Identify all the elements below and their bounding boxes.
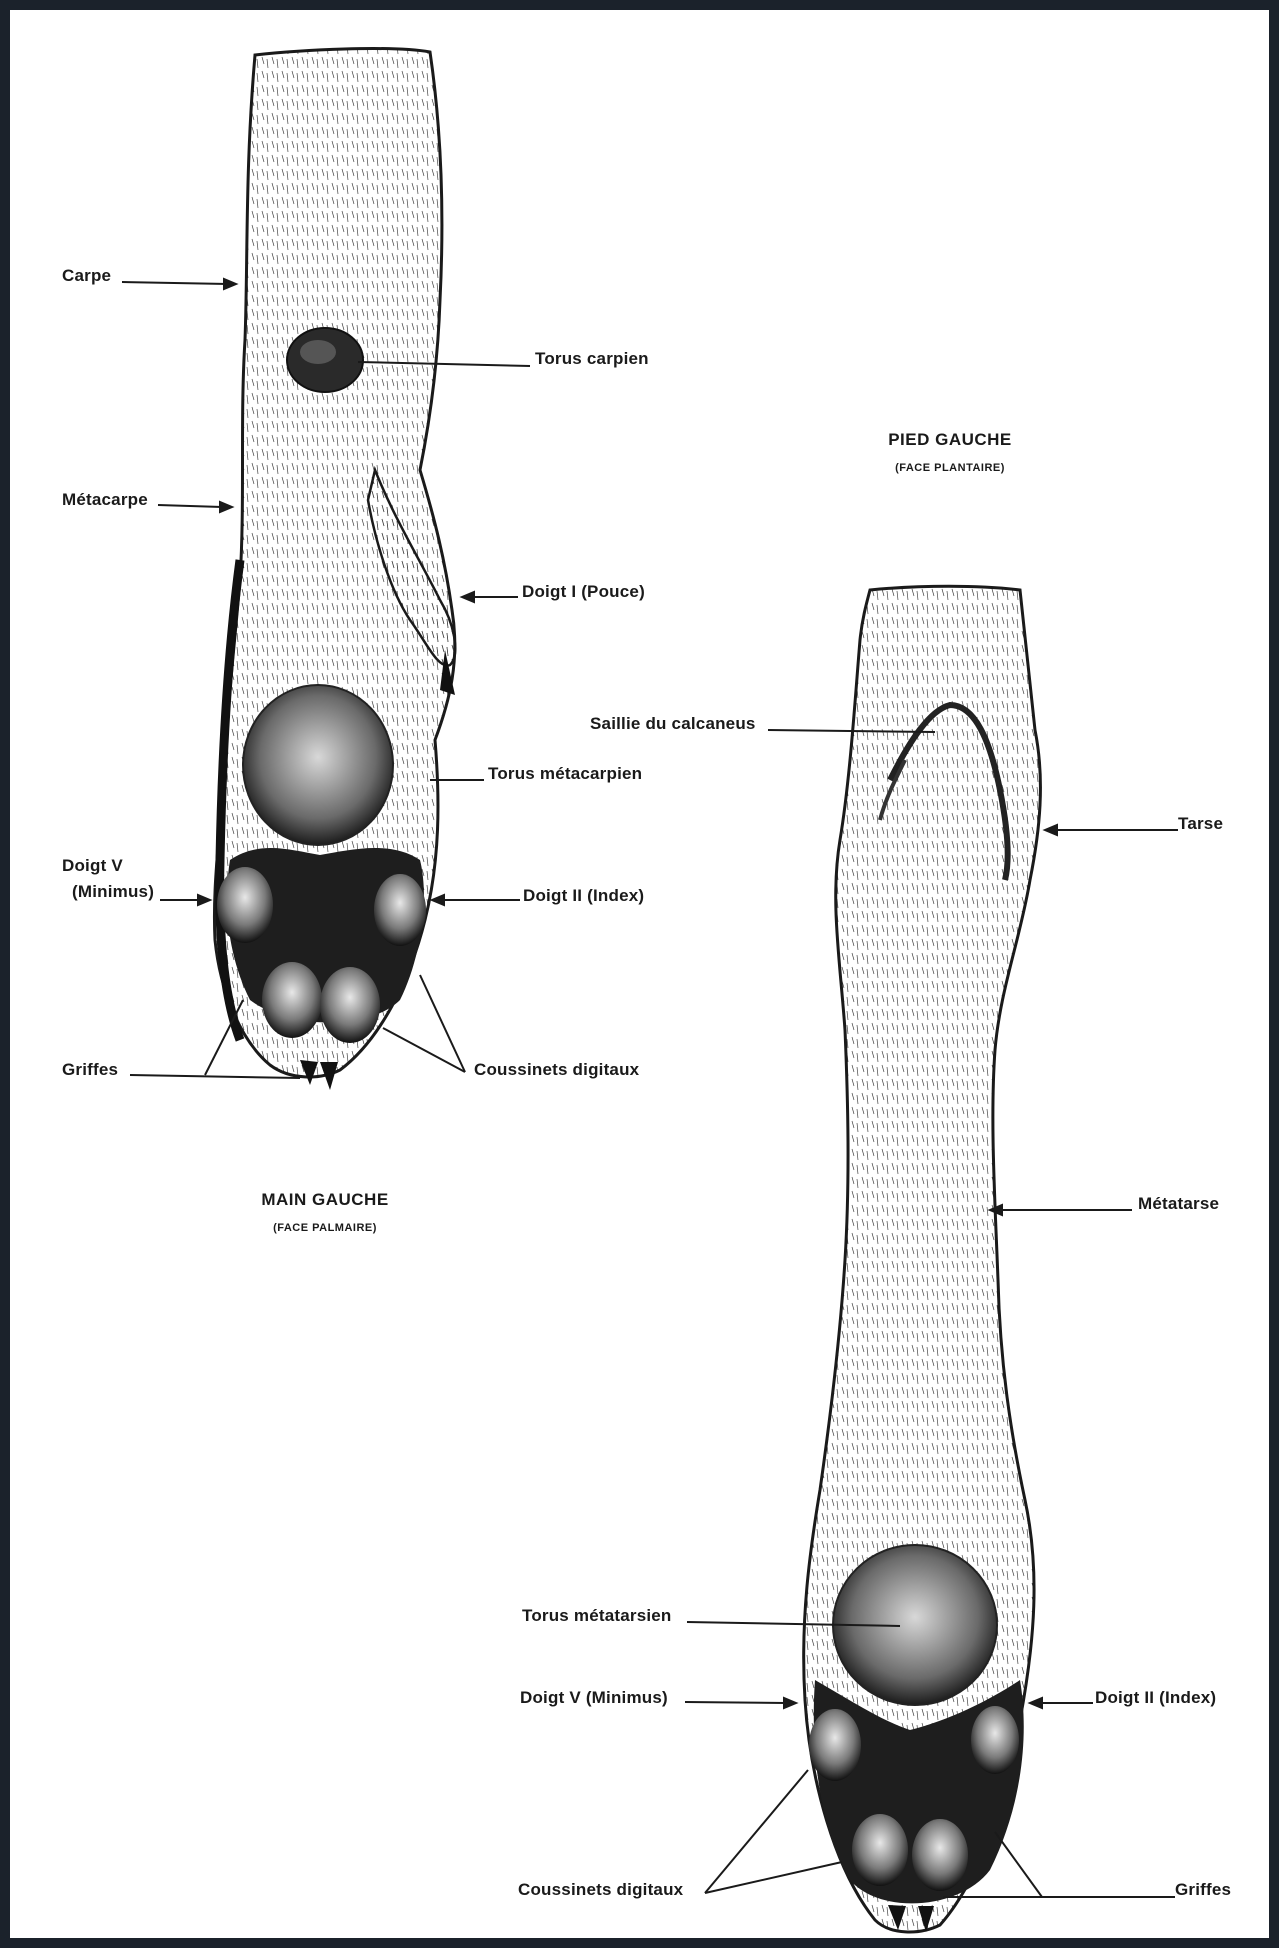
foot-digital-pad-v: [809, 1709, 861, 1781]
label-hand-coussinets: Coussinets digitaux: [474, 1060, 639, 1080]
foot-drawing: [804, 586, 1041, 1932]
label-saillie-calcaneus: Saillie du calcaneus: [590, 714, 756, 734]
hand-metacarpal-pad: [243, 685, 393, 845]
label-metatarse: Métatarse: [1138, 1194, 1219, 1214]
hand-digital-pad-ii: [374, 874, 426, 946]
foot-title: PIED GAUCHE: [830, 430, 1070, 450]
foot-subtitle: (FACE PLANTAIRE): [830, 462, 1070, 474]
label-foot-griffes: Griffes: [1175, 1880, 1231, 1900]
label-hand-doigt-v-line1: Doigt V: [62, 856, 123, 876]
label-doigt-i: Doigt I (Pouce): [522, 582, 645, 602]
label-torus-metacarpien: Torus métacarpien: [488, 764, 642, 784]
label-hand-griffes: Griffes: [62, 1060, 118, 1080]
label-torus-carpien: Torus carpien: [535, 349, 649, 369]
foot-digital-pad-iii: [912, 1819, 968, 1891]
label-metacarpe: Métacarpe: [62, 490, 148, 510]
hand-subtitle: (FACE PALMAIRE): [205, 1222, 445, 1234]
label-hand-doigt-ii: Doigt II (Index): [523, 886, 644, 906]
label-foot-coussinets: Coussinets digitaux: [518, 1880, 683, 1900]
label-hand-doigt-v-line2: (Minimus): [72, 882, 154, 902]
hand-digital-pad-iii: [320, 967, 380, 1043]
label-foot-doigt-v: Doigt V (Minimus): [520, 1688, 668, 1708]
hand-digital-pad-v: [217, 867, 273, 943]
label-carpe: Carpe: [62, 266, 111, 286]
label-torus-metatarsien: Torus métatarsien: [522, 1606, 672, 1626]
hand-drawing: [214, 49, 455, 1090]
foot-digital-pad-iv: [852, 1814, 908, 1886]
foot-digital-pad-ii: [971, 1706, 1019, 1774]
hand-title: MAIN GAUCHE: [205, 1190, 445, 1210]
label-foot-doigt-ii: Doigt II (Index): [1095, 1688, 1216, 1708]
label-tarse: Tarse: [1178, 814, 1223, 834]
hand-digital-pad-iv: [262, 962, 322, 1038]
